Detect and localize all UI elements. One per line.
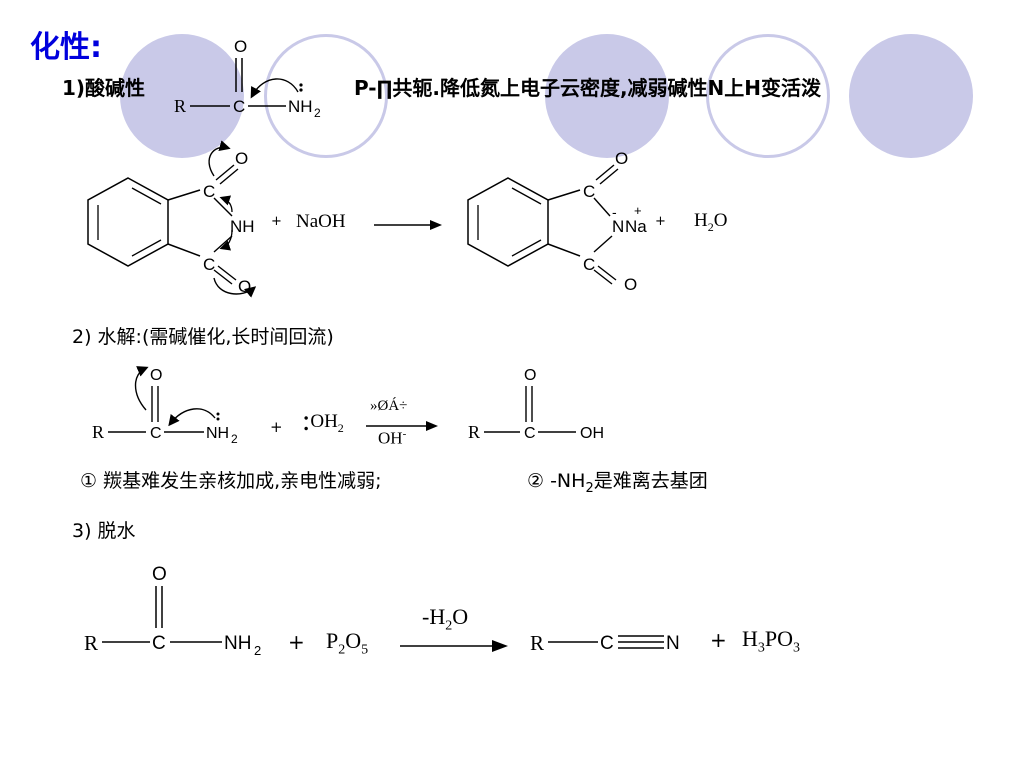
reactant-c-bot: C: [203, 255, 215, 274]
note2-suffix: 是难离去基团: [593, 470, 708, 492]
hydrolysis-note-1: ① 羰基难发生亲核加成,亲电性减弱;: [80, 470, 382, 492]
amide-r: R: [174, 96, 186, 116]
reactant-nh: NH: [230, 217, 255, 236]
product-n-minus: -: [612, 204, 617, 220]
amide-sub2: 2: [314, 106, 321, 120]
hyd-amide-sub2: 2: [231, 432, 238, 446]
amide-structure-dehydration: O R C NH 2: [84, 564, 261, 658]
hyd-amide-o: O: [150, 367, 162, 384]
p2o5-o: O: [345, 628, 362, 653]
hyd-water: :OH2: [302, 404, 344, 438]
hyd-water-colon: :: [302, 404, 311, 437]
hyd-water-sub: 2: [337, 420, 344, 435]
deco-circle-2: [264, 34, 388, 158]
deh-h2o-prefix: -H: [422, 604, 446, 629]
deh-plus-sign-1: +: [288, 630, 305, 654]
product-c-bot: C: [583, 255, 595, 274]
naoh-label: NaOH: [296, 211, 346, 232]
p2o5-sub-p: 2: [338, 642, 346, 658]
plus-sign-2: +: [655, 214, 666, 229]
p2o5-reagent: P2O5: [326, 628, 368, 658]
section1-note: P-∏共轭.降低氮上电子云密度,减弱碱性N上H变活泼: [354, 76, 822, 100]
h3po3-product: H3PO3: [742, 626, 800, 656]
hyd-arrow-top-label: »ØÁ÷: [370, 398, 408, 414]
hyd-plus-sign: +: [270, 418, 283, 436]
acid-oh: OH: [580, 425, 604, 442]
deh-plus-sign-2: +: [710, 628, 727, 652]
reactant-c-top: C: [203, 182, 215, 201]
hyd-oh-minus-sup: -: [402, 428, 407, 440]
amide-nh: NH: [288, 97, 313, 116]
deco-circle-5: [849, 34, 973, 158]
deh-amide-r: R: [84, 631, 98, 655]
reaction-arrow-1: [374, 220, 442, 230]
product-na: Na: [625, 217, 647, 236]
h3po3-h: H: [742, 626, 758, 651]
amide-c: C: [233, 97, 245, 116]
hyd-water-oh: OH: [310, 411, 338, 432]
carboxylic-acid-structure: O R C OH: [468, 367, 604, 442]
reactant-o-top: O: [235, 149, 248, 168]
nitrile-r: R: [530, 631, 544, 655]
deh-arrow-top-label: -H2O: [422, 604, 468, 634]
hyd-amide-r: R: [92, 422, 104, 442]
section3-label: 3) 脱水: [72, 520, 136, 542]
product-na-plus: +: [634, 203, 642, 218]
product-o-top: O: [615, 149, 628, 168]
hyd-arrow-bottom-label: OH-: [378, 428, 406, 449]
p2o5-sub-o: 5: [361, 642, 369, 658]
acid-r: R: [468, 422, 480, 442]
h3po3-po: PO: [764, 626, 794, 651]
hyd-amide-c: C: [150, 425, 162, 442]
p2o5-p: P: [326, 628, 339, 653]
plus-sign-1: +: [271, 214, 282, 229]
water-sub: 2: [707, 219, 714, 234]
h3po3-sub-h: 3: [757, 640, 765, 656]
product-o-bot: O: [624, 275, 637, 294]
deh-h2o-sub: 2: [445, 618, 453, 634]
water-h: H: [694, 210, 708, 231]
deco-circle-4: [706, 34, 830, 158]
nitrile-structure: R C N: [530, 631, 680, 655]
hydrolysis-note-2: ② -NH2是难离去基团: [527, 466, 708, 496]
hyd-amide-nh: NH: [206, 425, 229, 442]
deh-h2o-suffix: O: [452, 604, 469, 629]
amide-structure-hydrolysis: O R C NH 2: [92, 366, 238, 446]
section1-label: 1)酸碱性: [62, 76, 146, 100]
acid-c: C: [524, 425, 536, 442]
product-n: N: [612, 217, 624, 236]
phthalimide-product: C O - N Na + C O: [467, 149, 647, 294]
deh-amide-c: C: [152, 633, 166, 654]
deco-circle-3: [545, 34, 669, 158]
water-product: H2O: [694, 210, 727, 235]
reaction-arrow-2: [366, 421, 438, 431]
reaction-arrow-3: [400, 640, 508, 652]
note2-prefix: ② -NH: [527, 470, 586, 492]
deh-amide-o: O: [152, 564, 167, 585]
acid-o: O: [524, 367, 536, 384]
amide-structure-top: O R C NH 2: [174, 37, 321, 120]
nitrile-n: N: [666, 633, 680, 654]
deh-amide-nh: NH: [224, 633, 251, 654]
note2-sub: 2: [585, 480, 594, 496]
amide-o: O: [234, 37, 247, 56]
page-title: 化性:: [30, 30, 102, 65]
phthalimide-reactant: C O NH C O: [87, 140, 257, 298]
h3po3-sub-o: 3: [793, 640, 801, 656]
nitrile-c: C: [600, 633, 614, 654]
deh-amide-sub2: 2: [254, 643, 261, 658]
deco-circle-1: [120, 34, 244, 158]
water-o: O: [713, 210, 728, 231]
product-c-top: C: [583, 182, 595, 201]
section2-label: 2) 水解:(需碱催化,长时间回流): [72, 326, 334, 348]
hyd-oh-minus: OH: [378, 428, 403, 448]
